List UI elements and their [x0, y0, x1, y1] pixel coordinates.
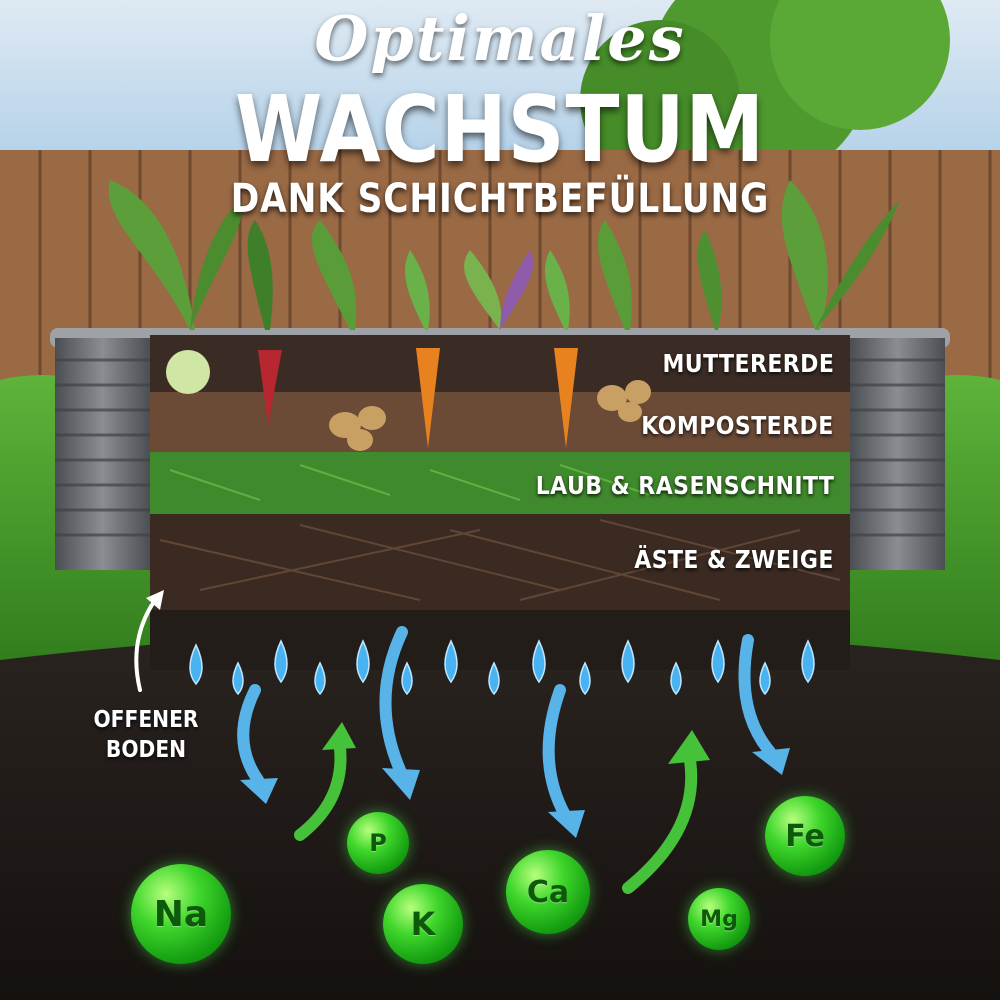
carrot-leaves-2: [545, 250, 570, 330]
layer-label-komposterde: KOMPOSTERDE: [641, 411, 834, 440]
water-arrow-head: [240, 778, 278, 804]
water-drop: [401, 661, 413, 696]
water-arrow-head: [382, 768, 420, 800]
nutrient-arrow: [294, 742, 347, 841]
water-drop: [444, 639, 458, 684]
open-soil-label-line2: BODEN: [105, 737, 187, 763]
water-arrow-head: [752, 748, 790, 775]
nutrient-fe: Fe: [765, 796, 845, 876]
nutrient-flow-arrows: [294, 742, 698, 894]
layer-laub-rasenschnitt: [150, 452, 850, 514]
water-drop: [711, 639, 725, 684]
kohlrabi-leaves-2: [781, 180, 828, 330]
water-drop: [314, 661, 326, 696]
water-drop: [189, 643, 203, 686]
title-subtitle: DANK SCHICHTBEFÜLLUNG: [230, 176, 770, 222]
nutrient-arrow-head: [668, 730, 710, 764]
water-drop: [670, 661, 682, 696]
water-arrow: [379, 626, 408, 776]
layer-label-muttererde: MUTTERERDE: [662, 349, 834, 378]
nutrient-na: Na: [131, 864, 231, 964]
water-drop: [232, 661, 244, 696]
herb-plant: [464, 250, 502, 330]
beet-leaves: [247, 220, 273, 330]
water-drop: [488, 661, 500, 696]
nutrient-mg: Mg: [688, 888, 750, 950]
water-drop: [579, 661, 591, 696]
water-arrow: [738, 634, 776, 758]
layer-open-soil: [150, 610, 850, 670]
water-arrow-heads: [240, 748, 790, 838]
layer-label-aeste-zweige: ÄSTE & ZWEIGE: [634, 545, 834, 574]
water-arrow: [237, 684, 264, 786]
chard-leaves: [697, 230, 722, 330]
vegetable-plants: [108, 180, 900, 451]
water-drop: [274, 639, 288, 684]
water-drop: [532, 639, 546, 684]
nutrient-arrow-heads: [322, 722, 710, 764]
water-drop: [759, 661, 771, 696]
cross-section: [150, 335, 850, 670]
red-beet: [258, 350, 282, 425]
nutrient-arrow: [622, 754, 698, 894]
nutrient-k: K: [383, 884, 463, 964]
potato-2: [597, 385, 627, 411]
kohlrabi-bulb: [166, 350, 210, 394]
water-flow-arrows: [237, 626, 776, 821]
water-drops: [189, 639, 815, 696]
nutrient-p: P: [347, 812, 409, 874]
open-soil-arrow-head: [146, 590, 164, 610]
title-script: Optimales: [314, 2, 686, 75]
nutrient-ca: Ca: [506, 850, 590, 934]
water-drop: [621, 639, 635, 684]
open-soil-label: OFFENER BODEN: [84, 705, 207, 765]
carrot-leaves: [405, 250, 430, 330]
open-soil-arrow: [134, 598, 157, 692]
water-drop: [356, 639, 370, 684]
carrot: [416, 348, 440, 448]
carrot-2: [554, 348, 578, 448]
kohlrabi-leaves: [108, 180, 195, 330]
title-main: WACHSTUM: [234, 76, 766, 183]
potato-plant-leaves-2: [597, 220, 632, 330]
water-arrow-head: [548, 810, 585, 838]
branches: [159, 519, 841, 601]
grass-clippings: [169, 464, 651, 501]
layer-label-laub-rasenschnitt: LAUB & RASENSCHNITT: [535, 471, 834, 500]
potato-plant-leaves: [311, 220, 357, 330]
water-drop: [801, 639, 815, 684]
water-arrow: [542, 684, 571, 821]
bed-frame-left: [55, 338, 150, 570]
bed-frame-right: [850, 338, 945, 570]
open-soil-label-line1: OFFENER: [93, 707, 199, 733]
layer-aeste-zweige: [150, 514, 850, 610]
nutrient-arrow-head: [322, 722, 356, 750]
